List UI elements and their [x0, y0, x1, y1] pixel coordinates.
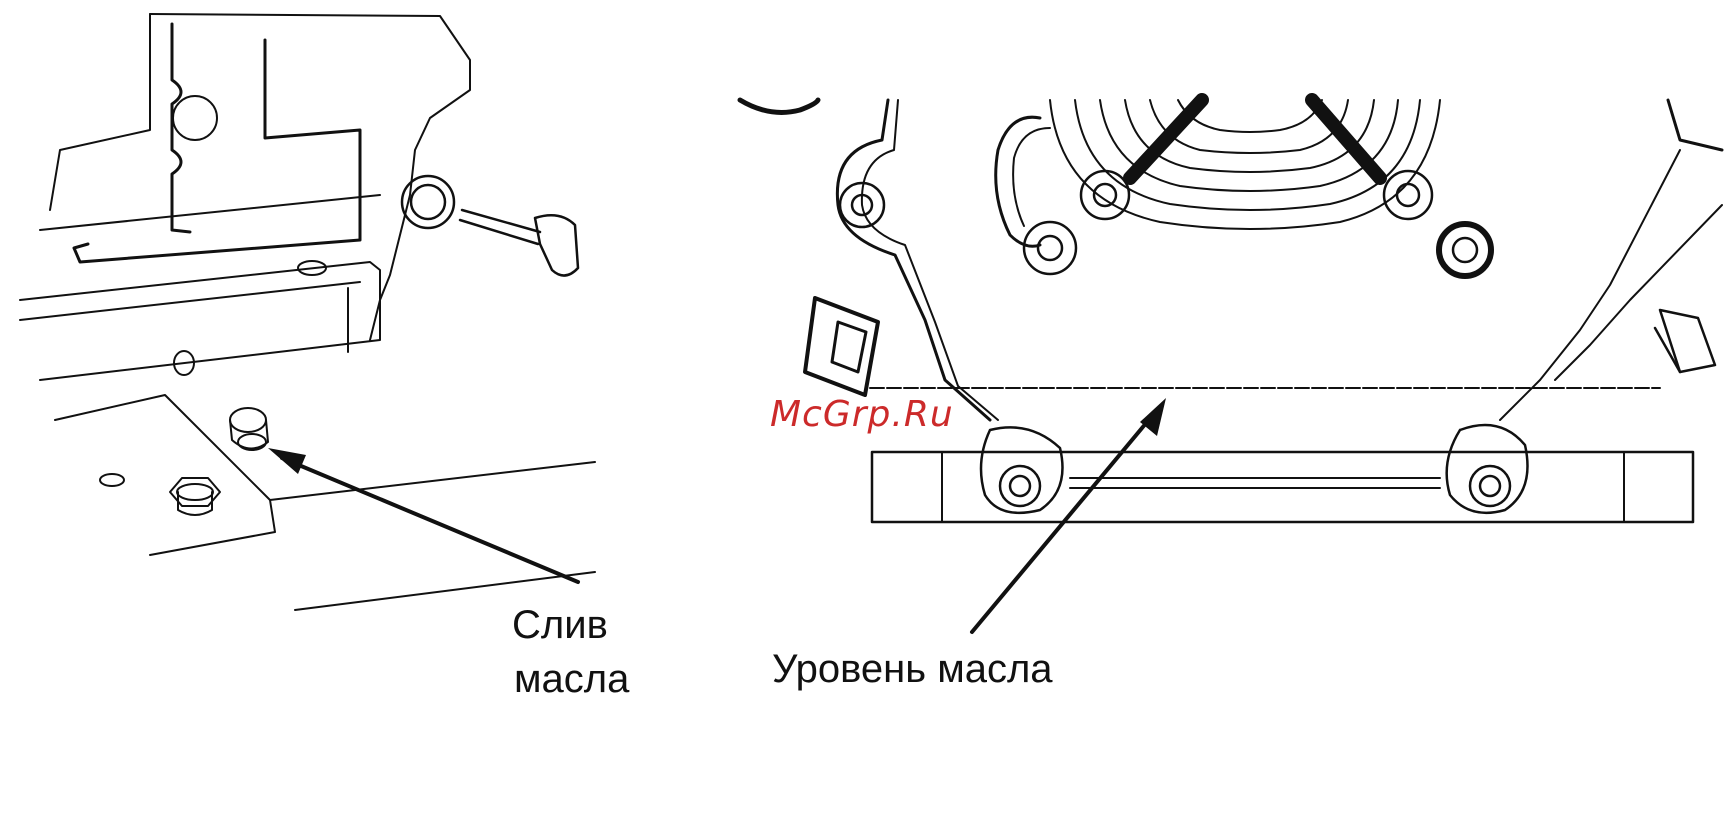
flywheel-icon	[1050, 100, 1440, 229]
mount-boss-fan-left	[1081, 171, 1129, 219]
partial-boss-top-left	[740, 100, 818, 112]
drain-label-line1: Слив	[512, 600, 608, 650]
filler-tab-left	[805, 298, 878, 395]
sump-channel	[1070, 478, 1440, 488]
drain-plug-icon	[230, 408, 268, 450]
crankcase-outline-right	[1668, 100, 1722, 150]
mount-boss-fan-right	[1384, 171, 1432, 219]
base-plate-lower	[20, 282, 360, 320]
base-plate-mid	[20, 262, 380, 380]
level-view	[740, 100, 1722, 632]
watermark: McGrp.Ru	[770, 394, 954, 435]
drain-view	[20, 14, 595, 610]
base-plate-top	[40, 195, 380, 230]
oil-level-label: Уровень масла	[772, 644, 1053, 694]
washer-icon	[1439, 224, 1491, 276]
frame-top	[55, 395, 275, 555]
crankcase-right-rib	[1500, 150, 1680, 420]
hose-loop-inner	[1013, 128, 1050, 226]
mount-boss-lower-right	[1447, 425, 1528, 513]
drain-arrow-line	[282, 458, 578, 582]
engine-block-left-edge	[50, 14, 150, 210]
oil-filler-icon	[402, 176, 578, 276]
hose-fitting	[1024, 222, 1076, 274]
filler-tab-right	[1655, 310, 1715, 372]
frame-hole	[100, 474, 124, 486]
level-arrow-line	[972, 416, 1152, 632]
panel-channel	[74, 40, 360, 262]
level-arrow-head	[1140, 398, 1166, 436]
crankcase-outline	[837, 100, 990, 420]
drain-label-line2: масла	[514, 654, 629, 704]
crankcase-outline-inner	[862, 100, 998, 420]
frame-rail	[270, 462, 595, 500]
mount-boss-lower-left	[981, 427, 1063, 512]
drain-arrow-head	[268, 448, 306, 474]
hex-bolt	[170, 478, 220, 515]
panel-knob	[173, 96, 217, 140]
